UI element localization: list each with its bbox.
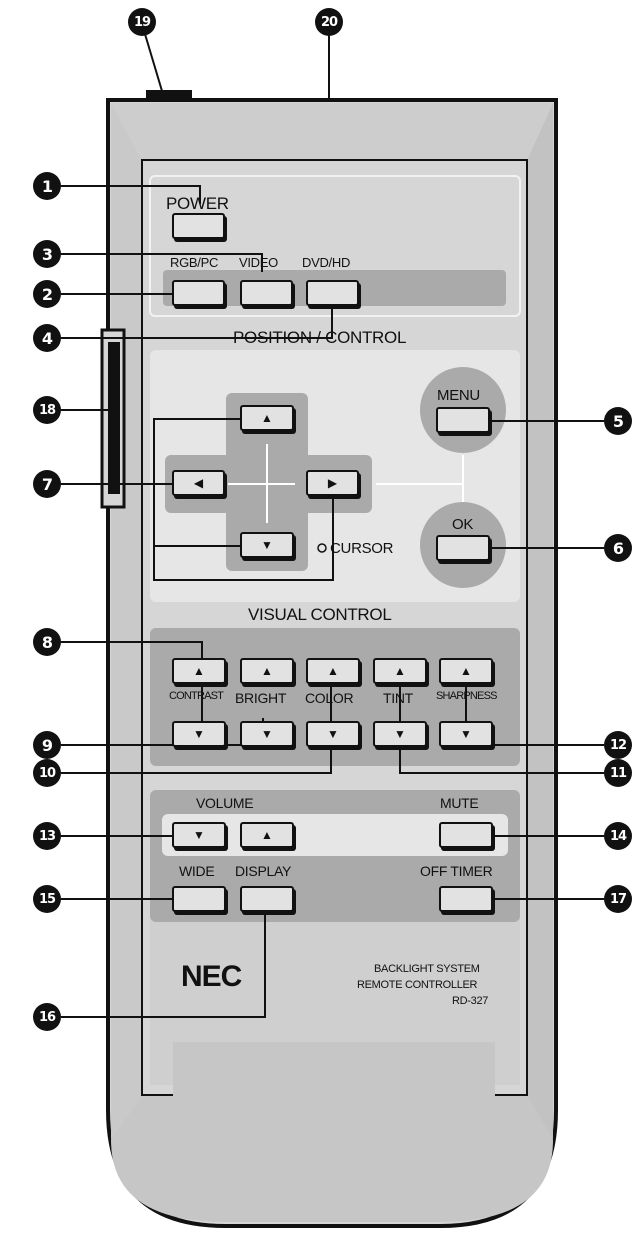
rgb-pc-button[interactable] — [172, 280, 225, 306]
video-label: VIDEO — [239, 255, 278, 270]
callout-1: 1 — [33, 172, 61, 200]
bright-up-button[interactable]: ▲ — [240, 658, 294, 684]
callout-16: 16 — [33, 1003, 61, 1031]
triangle-up-icon: ▲ — [261, 828, 273, 842]
position-control-title: POSITION / CONTROL — [233, 328, 407, 347]
grip-panel — [173, 1042, 495, 1152]
contrast-down-button[interactable]: ▼ — [172, 721, 226, 747]
visual-control-title: VISUAL CONTROL — [248, 605, 392, 624]
cursor-up-button[interactable]: ▲ — [240, 405, 294, 431]
triangle-down-icon: ▼ — [261, 538, 273, 552]
cursor-right-button[interactable]: ▶ — [306, 470, 359, 496]
callout-17: 17 — [604, 885, 632, 913]
cursor-left-button[interactable]: ◀ — [172, 470, 225, 496]
wide-button[interactable] — [172, 886, 226, 912]
model-line-2: REMOTE CONTROLLER — [357, 979, 478, 991]
callout-9: 9 — [33, 731, 61, 759]
triangle-left-icon: ◀ — [193, 476, 204, 490]
ok-button[interactable] — [436, 535, 490, 561]
wide-label: WIDE — [179, 863, 215, 879]
remote-top-shade — [111, 103, 553, 160]
menu-button[interactable] — [436, 407, 490, 433]
model-line-3: RD-327 — [452, 995, 489, 1007]
volume-down-button[interactable]: ▼ — [172, 822, 226, 848]
ir-emitter — [146, 90, 192, 102]
tint-up-button[interactable]: ▲ — [373, 658, 427, 684]
sharpness-label: SHARPNESS — [436, 690, 497, 702]
mute-label: MUTE — [440, 795, 479, 811]
triangle-up-icon: ▲ — [327, 664, 339, 678]
display-label: DISPLAY — [235, 863, 291, 879]
callout-19: 19 — [128, 8, 156, 36]
triangle-up-icon: ▲ — [460, 664, 472, 678]
bright-label: BRIGHT — [235, 690, 287, 706]
contrast-up-button[interactable]: ▲ — [172, 658, 226, 684]
callout-8: 8 — [33, 628, 61, 656]
sharpness-up-button[interactable]: ▲ — [439, 658, 493, 684]
triangle-down-icon: ▼ — [261, 727, 273, 741]
triangle-up-icon: ▲ — [394, 664, 406, 678]
color-down-button[interactable]: ▼ — [306, 721, 360, 747]
triangle-up-icon: ▲ — [261, 664, 273, 678]
input-panel-frame — [149, 175, 521, 317]
cursor-label: CURSOR — [330, 540, 394, 557]
dvd-hd-label: DVD/HD — [302, 255, 351, 270]
callout-4: 4 — [33, 324, 61, 352]
triangle-down-icon: ▼ — [193, 727, 205, 741]
callout-2: 2 — [33, 280, 61, 308]
display-button[interactable] — [240, 886, 294, 912]
ok-label: OK — [452, 516, 474, 533]
volume-up-button[interactable]: ▲ — [240, 822, 294, 848]
mute-button[interactable] — [439, 822, 493, 848]
callout-14: 14 — [604, 822, 632, 850]
triangle-up-icon: ▲ — [261, 411, 273, 425]
rgb-pc-label: RGB/PC — [170, 255, 219, 270]
triangle-right-icon: ▶ — [327, 476, 338, 490]
callout-15: 15 — [33, 885, 61, 913]
callout-12: 12 — [604, 731, 632, 759]
callout-3: 3 — [33, 240, 61, 268]
power-label: POWER — [166, 194, 229, 213]
callout-18: 18 — [33, 396, 61, 424]
callout-7: 7 — [33, 470, 61, 498]
power-button[interactable] — [172, 213, 225, 239]
triangle-down-icon: ▼ — [327, 727, 339, 741]
dvd-hd-button[interactable] — [306, 280, 359, 306]
color-label: COLOR — [305, 690, 354, 706]
triangle-down-icon: ▼ — [193, 828, 205, 842]
nec-logo: NEC — [181, 960, 242, 993]
sharpness-down-button[interactable]: ▼ — [439, 721, 493, 747]
callout-6: 6 — [604, 534, 632, 562]
bright-down-button[interactable]: ▼ — [240, 721, 294, 747]
cursor-down-button[interactable]: ▼ — [240, 532, 294, 558]
callout-10: 10 — [33, 759, 61, 787]
volume-label: VOLUME — [196, 795, 254, 811]
remote-left-shade — [111, 103, 142, 1140]
triangle-down-icon: ▼ — [394, 727, 406, 741]
color-up-button[interactable]: ▲ — [306, 658, 360, 684]
callout-11: 11 — [604, 759, 632, 787]
tint-down-button[interactable]: ▼ — [373, 721, 427, 747]
off-timer-label: OFF TIMER — [420, 863, 493, 879]
triangle-up-icon: ▲ — [193, 664, 205, 678]
contrast-label: CONTRAST — [169, 690, 224, 702]
cursor-indicator — [317, 543, 327, 553]
triangle-down-icon: ▼ — [460, 727, 472, 741]
tint-label: TINT — [383, 690, 413, 706]
menu-label: MENU — [437, 387, 480, 404]
off-timer-button[interactable] — [439, 886, 493, 912]
callout-5: 5 — [604, 407, 632, 435]
callout-13: 13 — [33, 822, 61, 850]
remote-right-shade — [527, 103, 553, 1140]
side-switch-groove — [108, 342, 120, 494]
model-line-1: BACKLIGHT SYSTEM — [374, 963, 480, 975]
video-button[interactable] — [240, 280, 293, 306]
callout-20: 20 — [315, 8, 343, 36]
